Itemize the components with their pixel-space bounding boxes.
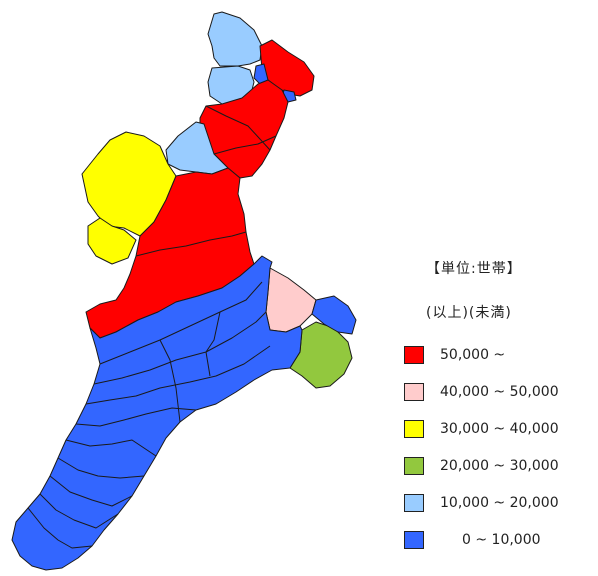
region-pink[interactable] <box>265 267 317 333</box>
region-south-boundary-7 <box>49 475 133 507</box>
legend-items: 50,000 ~ 40,000 ~ 50,000 30,000 ~ 40,000… <box>404 346 594 568</box>
choropleth-map <box>11 11 357 571</box>
region-north-boundary-2 <box>205 105 271 151</box>
region-south-boundary-11 <box>205 311 221 377</box>
region-south-boundary-9 <box>27 507 93 549</box>
legend-unit-label: 【単位:世帯】 <box>426 261 522 277</box>
region-north-boundary <box>213 135 277 155</box>
region-south-boundary-1 <box>99 281 263 365</box>
legend-item: 20,000 ~ 30,000 <box>404 457 594 494</box>
region-west-yellow-b[interactable] <box>87 217 137 265</box>
region-south-boundary-10 <box>159 339 181 423</box>
region-south-boundary-2 <box>93 311 267 385</box>
region-central-boundary <box>135 231 247 257</box>
legend-item: 10,000 ~ 20,000 <box>404 494 594 531</box>
region-south-blue[interactable] <box>11 255 303 571</box>
legend-item: 0 ~ 10,000 <box>404 531 594 568</box>
legend-swatch <box>404 457 424 475</box>
legend-swatch <box>404 531 424 549</box>
legend-item: 30,000 ~ 40,000 <box>404 420 594 457</box>
region-south-boundary-5 <box>65 439 157 457</box>
legend-label: 50,000 ~ <box>440 347 506 363</box>
legend-label: 30,000 ~ 40,000 <box>440 421 559 437</box>
legend-swatch <box>404 383 424 401</box>
region-north-top[interactable] <box>207 11 263 67</box>
region-south-boundary-8 <box>39 493 119 529</box>
legend-item: 50,000 ~ <box>404 346 594 383</box>
legend-label: 0 ~ 10,000 <box>462 532 541 548</box>
region-east-blue-small[interactable] <box>311 295 357 335</box>
legend-swatch <box>404 346 424 364</box>
region-south-boundary-6 <box>57 457 145 479</box>
legend-label: 20,000 ~ 30,000 <box>440 458 559 474</box>
legend-range-header: (以上)(未満) <box>426 305 512 321</box>
legend-item: 40,000 ~ 50,000 <box>404 383 594 420</box>
legend-swatch <box>404 420 424 438</box>
legend-swatch <box>404 494 424 512</box>
region-south-boundary-4 <box>75 407 197 427</box>
legend-label: 10,000 ~ 20,000 <box>440 495 559 511</box>
legend-label: 40,000 ~ 50,000 <box>440 384 559 400</box>
